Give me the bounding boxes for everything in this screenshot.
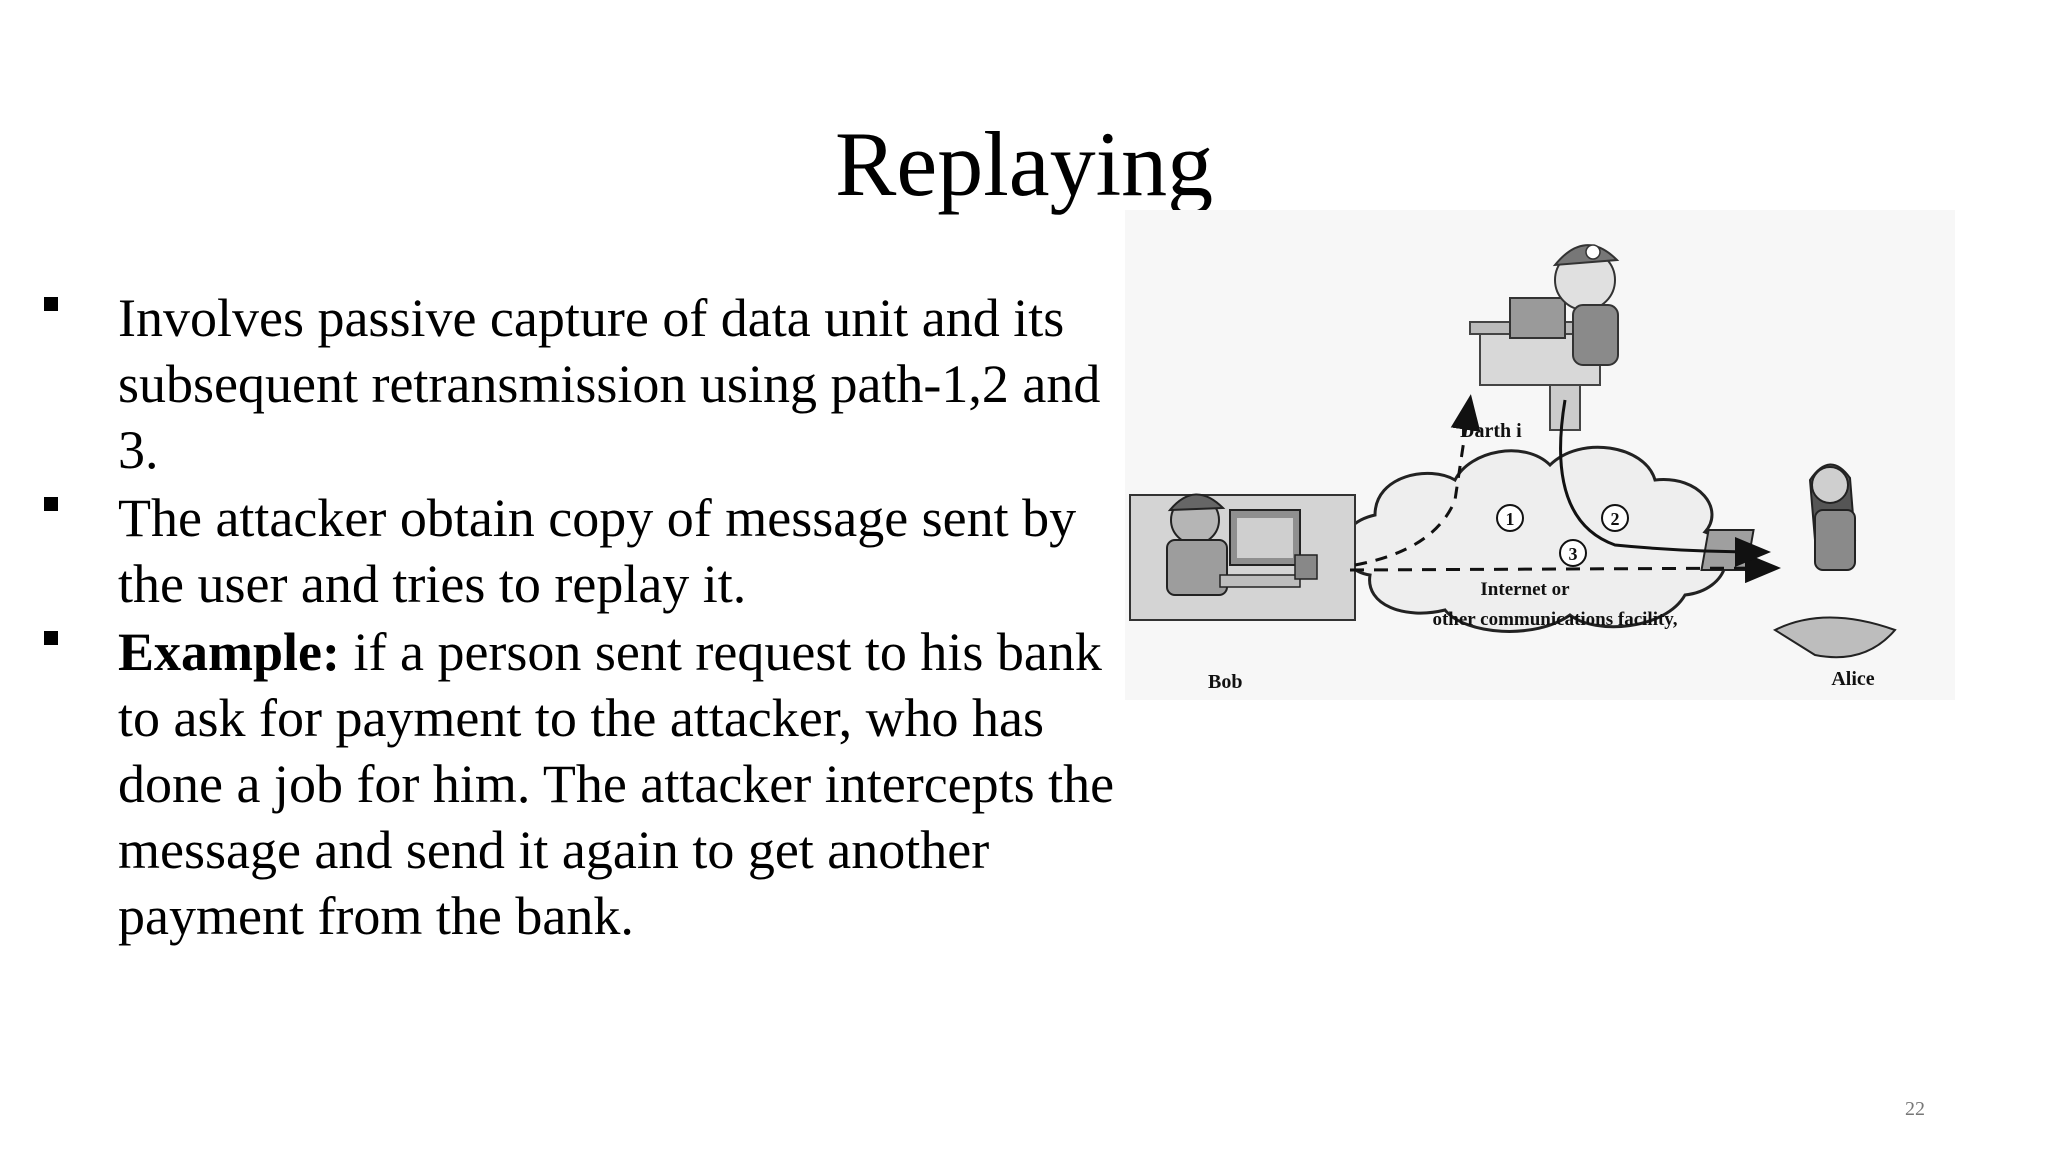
bullet-item: Involves passive capture of data unit an… [40, 285, 1120, 483]
bullet-lead: Example: [118, 622, 340, 682]
path-1-line [1354, 394, 1481, 567]
path-2-marker: 2 [1601, 504, 1629, 532]
woman-with-laptop-icon [1700, 463, 1897, 659]
square-bullet-icon [44, 297, 58, 311]
receiver-label: Alice [1831, 668, 1874, 690]
page-number: 22 [1905, 1098, 1925, 1120]
svg-text:1: 1 [1506, 509, 1515, 529]
bullet-list: Involves passive capture of data unit an… [40, 285, 1120, 951]
cloud-icon [1341, 445, 1728, 633]
square-bullet-icon [44, 497, 58, 511]
cloud-label-line1: Internet or [1480, 579, 1570, 600]
bullet-item: Example: if a person sent request to his… [40, 619, 1120, 949]
hacker-at-computer-icon [1469, 244, 1620, 431]
bullet-text: The attacker obtain copy of message sent… [118, 488, 1077, 614]
bullet-item: The attacker obtain copy of message sent… [40, 485, 1120, 617]
cloud-label-line2: other communications facility, [1432, 609, 1677, 630]
attacker-label: Darth i [1460, 420, 1522, 442]
sender-label: Bob [1208, 671, 1242, 693]
person-at-desk-computer-icon [1129, 493, 1356, 621]
svg-text:2: 2 [1611, 509, 1620, 529]
replay-attack-diagram: Darth i Internet or other communications… [1125, 210, 1955, 700]
square-bullet-icon [44, 631, 58, 645]
path-1-marker: 1 [1496, 504, 1524, 532]
bullet-text: Involves passive capture of data unit an… [118, 288, 1101, 480]
path-3-marker: 3 [1559, 539, 1587, 567]
slide-title: Replaying [835, 113, 1214, 215]
path-2-line [1559, 399, 1771, 567]
bullet-text: if a person sent request to his bank to … [118, 622, 1115, 946]
svg-text:3: 3 [1569, 544, 1578, 564]
